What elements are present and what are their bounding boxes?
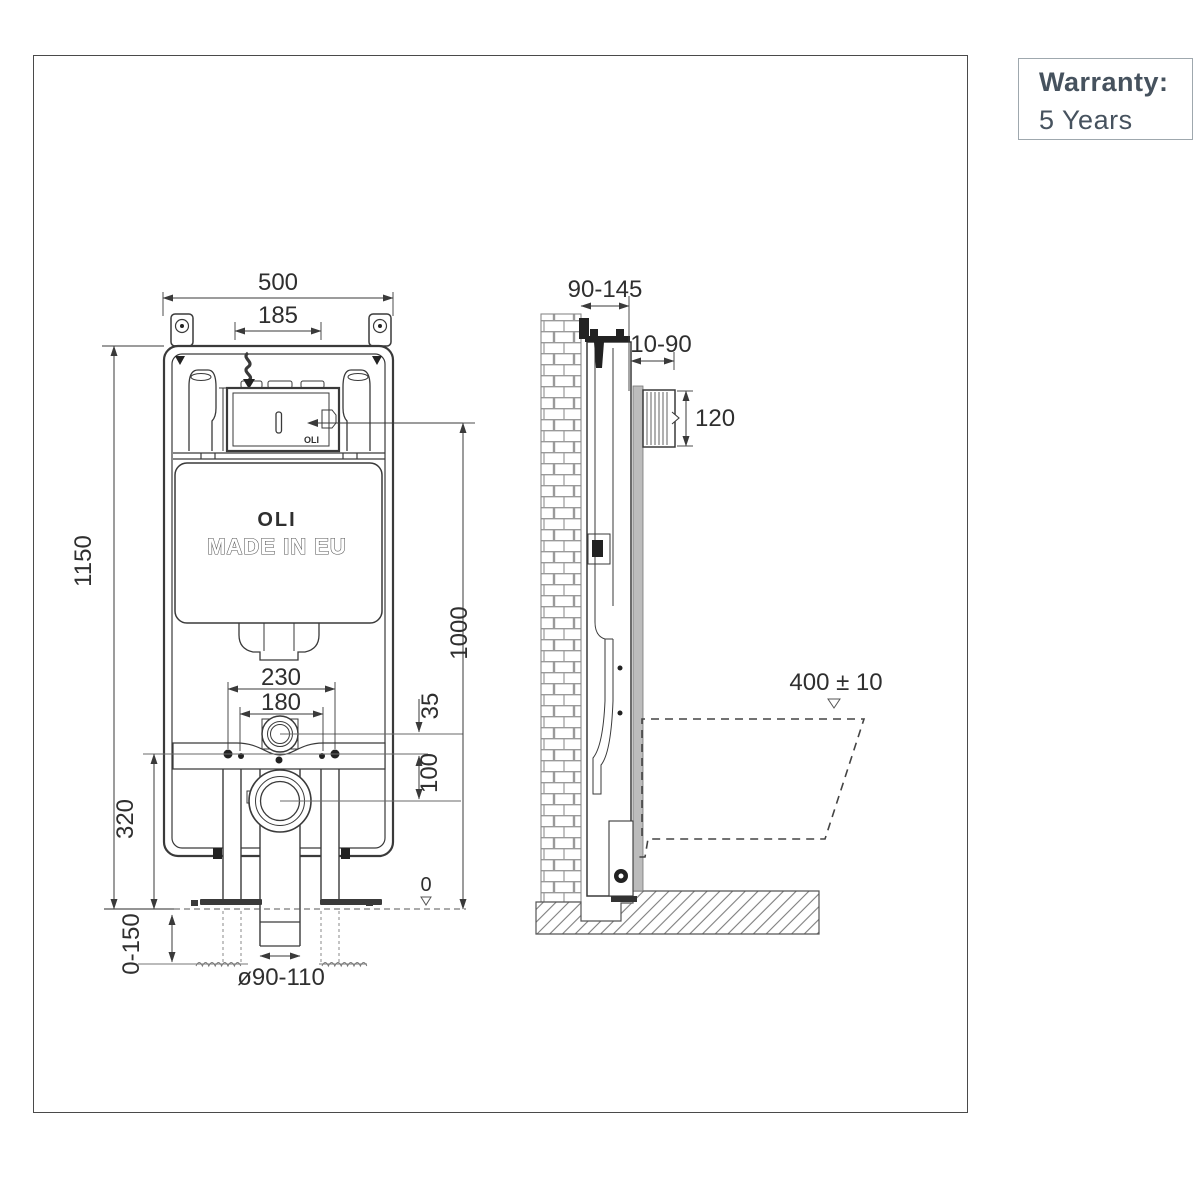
front-view (102, 292, 475, 968)
frame-legs (213, 769, 350, 899)
brand-logo-text: OLI (257, 509, 296, 531)
wall-anchor (579, 318, 630, 368)
floor-slab (535, 890, 820, 935)
support-wing-right (342, 369, 371, 451)
cistern-tank (174, 462, 383, 661)
flush-plate-box-side (642, 389, 680, 448)
dim-flush-plate-height: 1000 (446, 606, 473, 659)
panel-brand-text: OLI (304, 435, 319, 445)
dim-plate-box-height: 120 (695, 405, 735, 432)
zero-level-marker (420, 896, 432, 906)
dim-floor-level: 0 (420, 874, 431, 896)
dim-pan-top-height: 400 ± 10 (789, 669, 882, 696)
upper-rail (173, 452, 385, 460)
technical-drawing-panel: 500 185 1150 320 0-150 1000 35 100 230 1… (33, 55, 968, 1113)
side-foot (608, 820, 637, 902)
dim-plate-width: 185 (258, 302, 298, 329)
water-inlet-arrow-icon (243, 351, 255, 389)
warranty-label: Warranty: (1039, 67, 1169, 97)
masonry-wall (540, 313, 582, 903)
reference-lines (143, 733, 463, 802)
dim-outlet-height: 320 (112, 799, 139, 839)
dim-total-width: 500 (258, 269, 298, 296)
front-dimensions (102, 292, 467, 963)
cistern-technical-drawing: 500 185 1150 320 0-150 1000 35 100 230 1… (70, 269, 883, 991)
toilet-pan-outline (637, 718, 866, 858)
support-wing-left (188, 369, 217, 451)
warranty-value: 5 Years (1039, 105, 1133, 135)
finished-wall-panel (632, 385, 644, 892)
side-dimensions (580, 296, 693, 447)
pan-height-marker (827, 698, 841, 709)
side-view (535, 296, 866, 935)
ground-hatch (138, 962, 368, 968)
flush-access-box (225, 386, 341, 453)
below-floor-projection (222, 911, 340, 962)
dim-outlet-diameter: ø90-110 (237, 964, 325, 991)
fixing-holes (223, 749, 340, 764)
dim-frame-depth: 90-145 (568, 276, 643, 303)
dim-leg-adjust: 0-150 (118, 913, 145, 974)
dim-finish-depth: 10-90 (630, 331, 691, 358)
dim-total-height: 1150 (70, 535, 97, 587)
frame-side (586, 341, 632, 897)
dim-fixing-outer: 230 (261, 664, 301, 691)
warranty-badge: Warranty: 5 Years (1018, 58, 1193, 140)
dim-flush-offset: 35 (417, 693, 444, 720)
dim-fixing-inner: 180 (261, 689, 301, 716)
made-in-eu-text: MADE IN EU (207, 534, 347, 559)
adjustable-feet (191, 899, 382, 906)
dim-outlet-offset: 100 (416, 753, 443, 793)
